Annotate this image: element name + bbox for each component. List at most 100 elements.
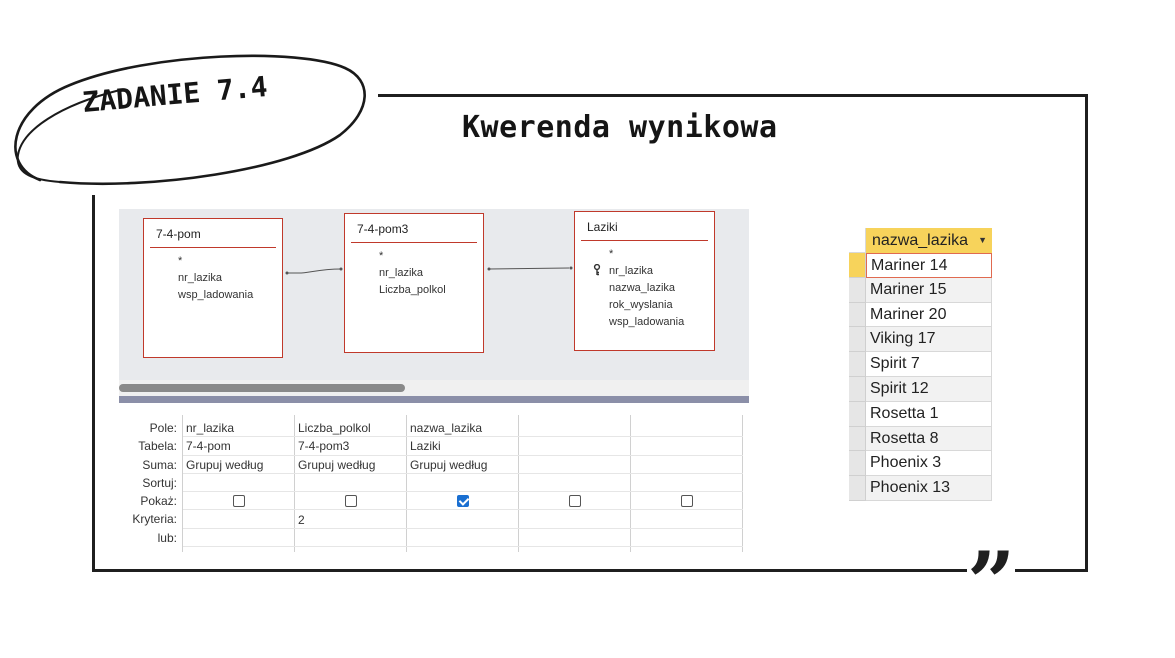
select-all-corner[interactable]: [849, 228, 866, 253]
field-list: * nr_lazika Liczba_polkol: [379, 248, 446, 299]
pole-cell[interactable]: nr_lazika: [183, 419, 295, 438]
show-checkbox[interactable]: [233, 495, 245, 507]
sortuj-cell[interactable]: [407, 474, 519, 493]
nazwa-lazika-cell[interactable]: Phoenix 13: [866, 476, 992, 501]
nazwa-lazika-cell[interactable]: Spirit 12: [866, 377, 992, 402]
field-item[interactable]: *: [379, 250, 384, 262]
field-item[interactable]: wsp_ladowania: [178, 289, 254, 301]
suma-cell[interactable]: Grupuj według: [295, 456, 407, 474]
nazwa-lazika-cell[interactable]: Rosetta 1: [866, 401, 992, 427]
tabela-cell[interactable]: 7-4-pom: [183, 437, 295, 456]
record-selector[interactable]: [849, 401, 866, 427]
field-item[interactable]: *: [178, 255, 183, 267]
record-selector[interactable]: [849, 253, 866, 278]
sortuj-cell[interactable]: [519, 474, 631, 493]
show-checkbox[interactable]: [569, 495, 581, 507]
record-selector[interactable]: [849, 426, 866, 452]
kryteria-cell[interactable]: [407, 511, 519, 529]
record-selector[interactable]: [849, 302, 866, 328]
grid-column: nr_lazika 7-4-pom Grupuj według: [183, 415, 295, 552]
kryteria-cell[interactable]: [631, 511, 743, 529]
frame-bottom-line: [92, 569, 1088, 572]
field-item[interactable]: rok_wyslania: [609, 299, 673, 311]
sortuj-cell[interactable]: [631, 474, 743, 493]
table-7-4-pom3[interactable]: 7-4-pom3 * nr_lazika Liczba_polkol: [344, 213, 484, 353]
table-7-4-pom[interactable]: 7-4-pom * nr_lazika wsp_ladowania: [143, 218, 283, 358]
nazwa-lazika-cell[interactable]: Rosetta 8: [866, 426, 992, 452]
kryteria-cell[interactable]: [183, 511, 295, 529]
record-selector[interactable]: [849, 476, 866, 501]
datasheet-row[interactable]: Spirit 12: [849, 377, 992, 402]
grid-column: [519, 415, 631, 552]
lub-cell[interactable]: [295, 529, 407, 548]
record-selector[interactable]: [849, 352, 866, 377]
tabela-cell[interactable]: [631, 437, 743, 456]
pane-splitter[interactable]: [119, 396, 749, 403]
show-checkbox[interactable]: [345, 495, 357, 507]
suma-cell[interactable]: Grupuj według: [407, 456, 519, 474]
row-label-lub: lub:: [157, 530, 177, 545]
lub-cell[interactable]: [407, 529, 519, 548]
nazwa-lazika-cell[interactable]: Mariner 15: [866, 277, 992, 303]
sortuj-cell[interactable]: [183, 474, 295, 493]
datasheet-row[interactable]: Spirit 7: [849, 352, 992, 377]
pole-cell[interactable]: [631, 419, 743, 438]
lub-cell[interactable]: [631, 529, 743, 548]
field-label: nr_lazika: [609, 265, 654, 277]
datasheet-row[interactable]: Phoenix 3: [849, 451, 992, 477]
lub-cell[interactable]: [183, 529, 295, 548]
pole-cell[interactable]: [519, 419, 631, 438]
record-selector[interactable]: [849, 277, 866, 303]
field-item[interactable]: *: [609, 248, 614, 260]
field-item[interactable]: nazwa_lazika: [609, 282, 676, 294]
field-item[interactable]: nr_lazika: [379, 267, 424, 279]
closing-quote-icon: ”: [967, 533, 1016, 632]
suma-cell[interactable]: Grupuj według: [183, 456, 295, 474]
record-selector[interactable]: [849, 451, 866, 477]
datasheet-row[interactable]: Rosetta 1: [849, 401, 992, 427]
pole-cell[interactable]: Liczba_polkol: [295, 419, 407, 438]
datasheet-row[interactable]: Rosetta 8: [849, 426, 992, 452]
kryteria-cell[interactable]: 2: [295, 511, 407, 529]
datasheet-row[interactable]: Mariner 20: [849, 302, 992, 328]
record-selector[interactable]: [849, 327, 866, 353]
field-item[interactable]: wsp_ladowania: [609, 316, 685, 328]
field-item[interactable]: nr_lazika: [593, 263, 684, 280]
datasheet-row[interactable]: Viking 17: [849, 327, 992, 353]
row-label-tabela: Tabela:: [138, 439, 177, 454]
pole-cell[interactable]: nazwa_lazika: [407, 419, 519, 438]
grid-row-labels: Pole: Tabela: Suma: Sortuj: Pokaż: Kryte…: [119, 419, 177, 547]
tabela-cell[interactable]: Laziki: [407, 437, 519, 456]
sortuj-cell[interactable]: [295, 474, 407, 493]
datasheet-row[interactable]: Mariner 14: [849, 253, 992, 278]
table-laziki[interactable]: Laziki * nr_lazika nazwa_lazika rok_wysl…: [574, 211, 715, 351]
column-header-nazwa-lazika[interactable]: nazwa_lazika ▼: [866, 228, 992, 253]
datasheet-row[interactable]: Mariner 15: [849, 277, 992, 303]
table-title: 7-4-pom: [156, 227, 201, 241]
field-item[interactable]: Liczba_polkol: [379, 284, 446, 296]
sort-arrow-icon[interactable]: ▼: [978, 235, 987, 245]
nazwa-lazika-cell[interactable]: Viking 17: [866, 327, 992, 353]
record-selector[interactable]: [849, 377, 866, 402]
column-header-label: nazwa_lazika: [872, 232, 969, 249]
datasheet-row[interactable]: Phoenix 13: [849, 476, 992, 501]
field-list: * nr_lazika wsp_ladowania: [178, 253, 253, 304]
kryteria-cell[interactable]: [519, 511, 631, 529]
grid-column: [631, 415, 743, 552]
tabela-cell[interactable]: 7-4-pom3: [295, 437, 407, 456]
nazwa-lazika-cell[interactable]: Phoenix 3: [866, 451, 992, 477]
field-item[interactable]: nr_lazika: [178, 272, 223, 284]
suma-cell[interactable]: [631, 456, 743, 474]
pokaz-cell: [407, 492, 519, 511]
show-checkbox[interactable]: [681, 495, 693, 507]
lub-cell[interactable]: [519, 529, 631, 548]
nazwa-lazika-cell[interactable]: Mariner 20: [866, 302, 992, 328]
suma-cell[interactable]: [519, 456, 631, 474]
tabela-cell[interactable]: [519, 437, 631, 456]
slide-title: Kwerenda wynikowa: [462, 110, 778, 145]
row-label-pole: Pole:: [149, 421, 177, 435]
scrollbar-thumb[interactable]: [119, 384, 405, 392]
nazwa-lazika-cell[interactable]: Spirit 7: [866, 352, 992, 377]
show-checkbox[interactable]: [457, 495, 469, 507]
nazwa-lazika-cell[interactable]: Mariner 14: [866, 253, 992, 278]
